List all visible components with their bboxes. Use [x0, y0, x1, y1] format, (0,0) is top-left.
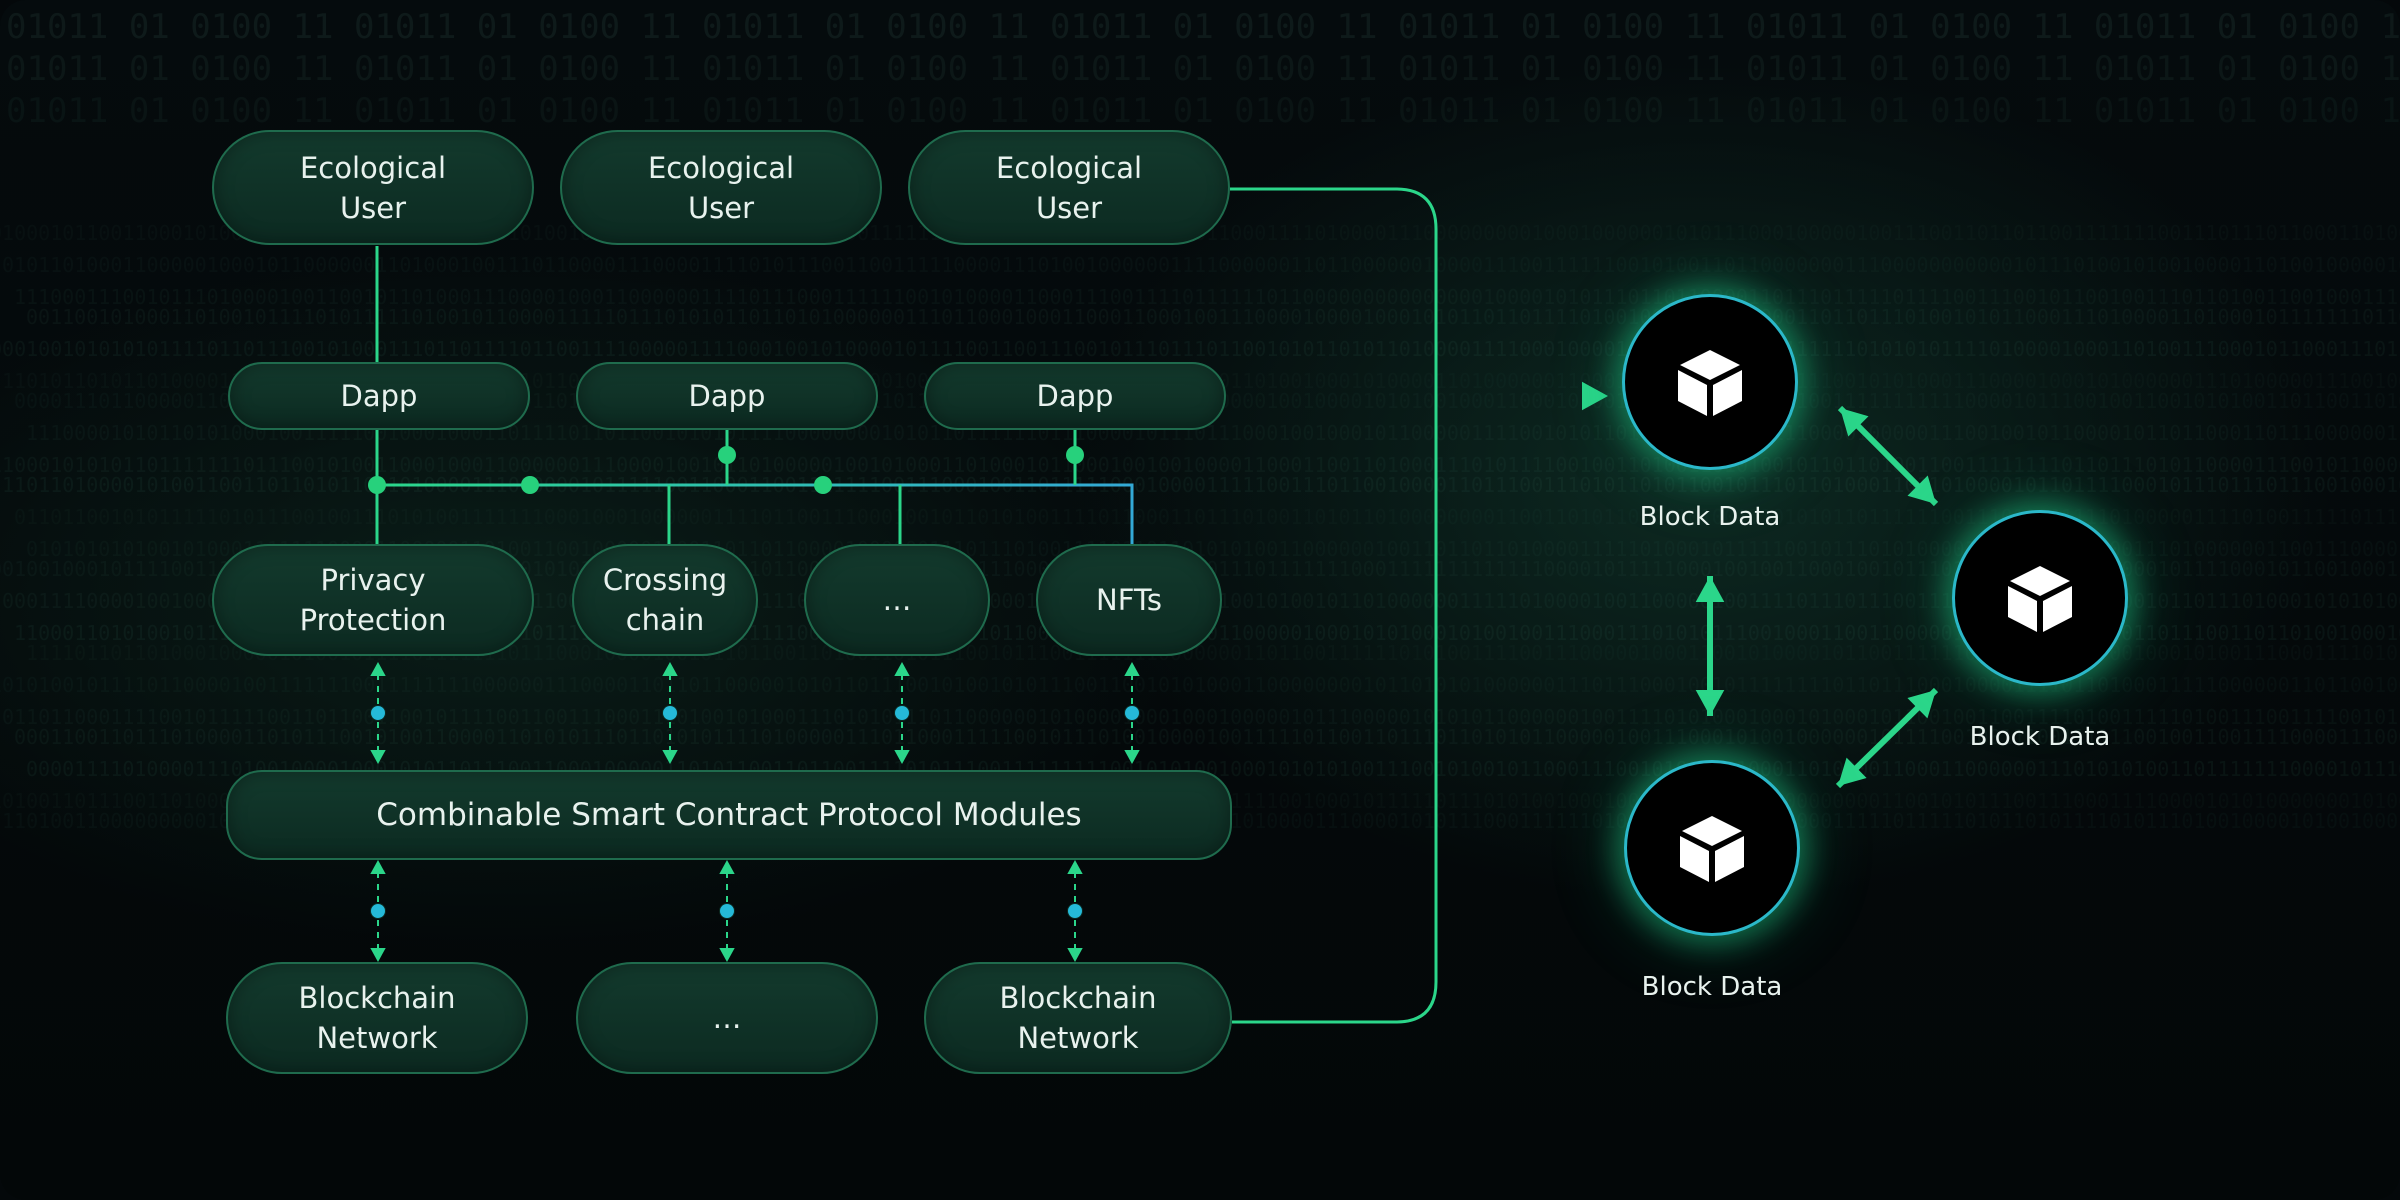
block-link-arrow-head	[1695, 690, 1725, 716]
cube-icon	[1680, 816, 1744, 882]
feature-module-arrow-head	[662, 750, 678, 764]
block-link-arrow-head	[1907, 475, 1936, 504]
module-network-arrow-head	[1067, 948, 1083, 962]
ecological-user-node: Ecological User	[908, 130, 1230, 245]
junction-dot	[814, 476, 832, 494]
dapp-node: Dapp	[924, 362, 1226, 430]
smart-contract-modules-bar: Combinable Smart Contract Protocol Modul…	[226, 770, 1232, 860]
ecological-user-node: Ecological User	[212, 130, 534, 245]
module-network-arrow-head	[719, 860, 735, 874]
feature-module-arrow-head	[894, 750, 910, 764]
binary-text-row: 1110001110010111010000100110010110100011…	[14, 285, 2400, 309]
right-trunk-line	[1230, 187, 1438, 1024]
privacy-protection-node: Privacy Protection	[212, 544, 534, 656]
binary-text-row: 1010100101111011000010011111110011111111…	[0, 673, 2400, 697]
ellipsis-network-node: …	[576, 962, 878, 1074]
connector-dot	[371, 706, 385, 720]
block-data-label: Block Data	[1641, 972, 1783, 1002]
dapp-block-arrowhead	[1582, 381, 1608, 411]
crossing-chain-node: Crossing chain	[572, 544, 758, 656]
connector-dot	[663, 706, 677, 720]
junction-dot	[368, 476, 386, 494]
feature-module-arrow-head	[662, 662, 678, 676]
junction-dot	[1066, 446, 1084, 464]
binary-text-row: 01011 01 0100 11 01011 01 0100 11 01011 …	[6, 7, 2400, 47]
module-network-arrow-head	[1067, 860, 1083, 874]
block-data-label: Block Data	[1639, 502, 1781, 532]
connector-dot	[1125, 706, 1139, 720]
connector-dot	[371, 904, 385, 918]
binary-text-row: 0101101000110000010001011000000110100010…	[2, 253, 2400, 277]
binary-text-row: 01011 01 0100 11 01011 01 0100 11 01011 …	[6, 49, 2400, 89]
feature-module-arrow-head	[370, 750, 386, 764]
dapp-node: Dapp	[228, 362, 530, 430]
junction-dot	[521, 476, 539, 494]
binary-text-row: 0110110001111001011111001101100110010111…	[2, 705, 2400, 729]
feature-module-arrow-head	[894, 662, 910, 676]
block-data-node	[1952, 510, 2128, 686]
binary-text-row: 0001100110111010000110101110010100110000…	[14, 725, 2400, 749]
connector-dot	[895, 706, 909, 720]
binary-text-row: 1100010101011011111110111001010011000100…	[0, 453, 2400, 477]
block-link-arrow-head	[1840, 408, 1869, 437]
connector-dot	[1068, 904, 1082, 918]
module-network-arrow-head	[719, 948, 735, 962]
nfts-node: NFTs	[1036, 544, 1222, 656]
binary-text-row: 0011001010001101001011110101111101001011…	[26, 305, 2400, 329]
connector-dot	[720, 904, 734, 918]
junction-dot	[718, 446, 736, 464]
feature-module-arrow-head	[1124, 662, 1140, 676]
dapp-node: Dapp	[576, 362, 878, 430]
block-data-node	[1622, 294, 1798, 470]
ellipsis-feature-node: …	[804, 544, 990, 656]
blockchain-network-node: Blockchain Network	[924, 962, 1232, 1074]
binary-text-row: 0001001010101011110110111001010001110110…	[0, 337, 2400, 361]
cube-icon	[2008, 566, 2072, 632]
block-link-arrow-head	[1695, 576, 1725, 602]
ecological-user-node: Ecological User	[560, 130, 882, 245]
block-data-node	[1624, 760, 1800, 936]
cube-icon	[1678, 350, 1742, 416]
module-network-arrow-head	[370, 860, 386, 874]
block-link-arrow-head	[1838, 757, 1867, 786]
block-data-label: Block Data	[1969, 722, 2111, 752]
binary-text-row: 01011 01 0100 11 01011 01 0100 11 01011 …	[6, 91, 2400, 131]
block-link-arrow-head	[1907, 690, 1936, 719]
module-network-arrow-head	[370, 948, 386, 962]
blockchain-network-node: Blockchain Network	[226, 962, 528, 1074]
feature-bus-line	[377, 483, 1134, 544]
feature-module-arrow-head	[370, 662, 386, 676]
feature-module-arrow-head	[1124, 750, 1140, 764]
